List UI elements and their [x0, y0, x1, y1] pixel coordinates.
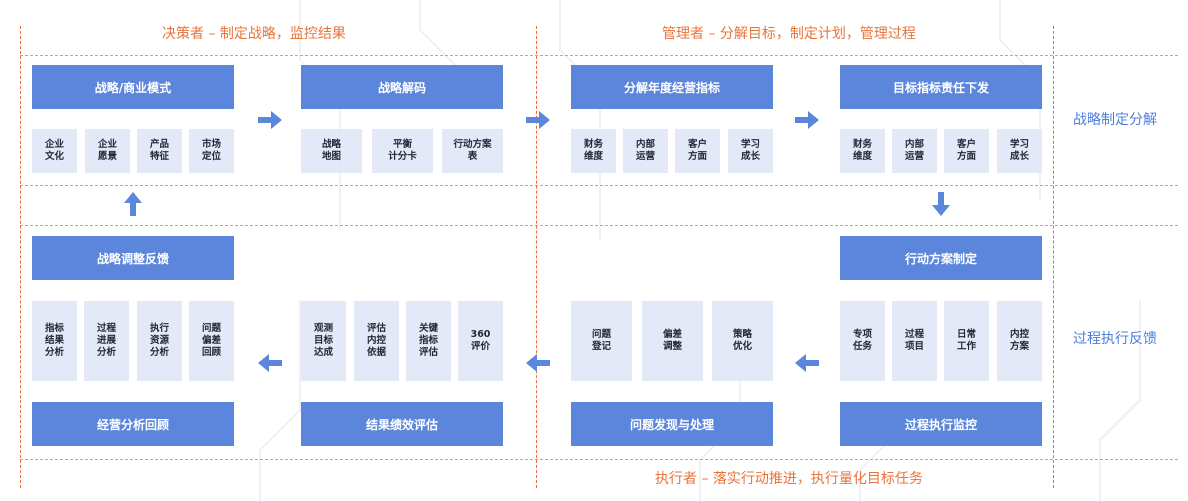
divider-left [20, 26, 21, 488]
cell-daily-work: 日常 工作 [944, 301, 989, 381]
strategy-decode-header: 战略解码 [301, 65, 503, 109]
side-label-execution-feedback: 过程执行反馈 [1073, 331, 1157, 347]
arrow-left-icon [526, 354, 550, 372]
cell-corporate-vision: 企业 愿景 [85, 129, 130, 173]
arrow-down-icon [932, 192, 950, 216]
cell-product-features: 产品 特征 [137, 129, 182, 173]
arrow-right-icon [258, 111, 282, 129]
divider-right [1053, 26, 1054, 488]
role-label-decision-maker: 决策者 – 制定战略，监控结果 [162, 26, 346, 42]
cell-deviation-adjustment: 偏差 调整 [642, 301, 703, 381]
guide-line-top [20, 55, 1178, 56]
cell-corporate-culture: 企业 文化 [32, 129, 77, 173]
cell-internal-operations-2: 内部 运营 [892, 129, 937, 173]
cell-internal-control-basis: 评估 内控 依据 [354, 301, 399, 381]
cell-market-positioning: 市场 定位 [189, 129, 234, 173]
cell-resource-analysis: 执行 资源 分析 [137, 301, 182, 381]
annual-indicators-header: 分解年度经营指标 [571, 65, 773, 109]
cell-deviation-review: 问题 偏差 回顾 [189, 301, 234, 381]
guide-line-bottom [20, 459, 1178, 460]
side-label-strategy-decomposition: 战略制定分解 [1073, 112, 1157, 128]
divider-center [536, 26, 537, 488]
cell-problem-registration: 问题 登记 [571, 301, 632, 381]
cell-customer-aspect: 客户 方面 [675, 129, 720, 173]
cell-indicator-result-analysis: 指标 结果 分析 [32, 301, 77, 381]
arrow-left-icon [795, 354, 819, 372]
cell-internal-control-plan: 内控 方案 [997, 301, 1042, 381]
cell-internal-operations: 内部 运营 [623, 129, 668, 173]
strategy-adjustment-header: 战略调整反馈 [32, 236, 234, 280]
cell-learning-growth-2: 学习 成长 [997, 129, 1042, 173]
performance-evaluation-footer: 结果绩效评估 [301, 402, 503, 446]
cell-learning-growth: 学习 成长 [728, 129, 773, 173]
cell-customer-aspect-2: 客户 方面 [944, 129, 989, 173]
cell-special-task: 专项 任务 [840, 301, 885, 381]
cell-process-project: 过程 项目 [892, 301, 937, 381]
cell-financial-dimension: 财务 维度 [571, 129, 616, 173]
guide-line-lower-mid [20, 225, 1178, 226]
arrow-right-icon [526, 111, 550, 129]
cell-strategy-map: 战略 地图 [301, 129, 362, 173]
role-label-manager: 管理者 – 分解目标，制定计划，管理过程 [662, 26, 916, 42]
arrow-left-icon [258, 354, 282, 372]
guide-line-upper-mid [20, 185, 1178, 186]
arrow-up-icon [124, 192, 142, 216]
strategy-model-header: 战略/商业模式 [32, 65, 234, 109]
cell-strategy-optimization: 策略 优化 [712, 301, 773, 381]
target-assignment-header: 目标指标责任下发 [840, 65, 1042, 109]
execution-monitoring-footer: 过程执行监控 [840, 402, 1042, 446]
cell-balanced-scorecard: 平衡 计分卡 [372, 129, 433, 173]
action-plan-header: 行动方案制定 [840, 236, 1042, 280]
cell-goal-observation: 观测 目标 达成 [301, 301, 346, 381]
business-review-footer: 经营分析回顾 [32, 402, 234, 446]
cell-360-review: 360 评价 [458, 301, 503, 381]
cell-progress-analysis: 过程 进展 分析 [84, 301, 129, 381]
cell-financial-dimension-2: 财务 维度 [840, 129, 885, 173]
arrow-right-icon [795, 111, 819, 129]
role-label-executor: 执行者 – 落实行动推进，执行量化目标任务 [655, 471, 923, 487]
cell-key-indicator-eval: 关键 指标 评估 [406, 301, 451, 381]
cell-action-plan-table: 行动方案 表 [442, 129, 503, 173]
problem-handling-footer: 问题发现与处理 [571, 402, 773, 446]
